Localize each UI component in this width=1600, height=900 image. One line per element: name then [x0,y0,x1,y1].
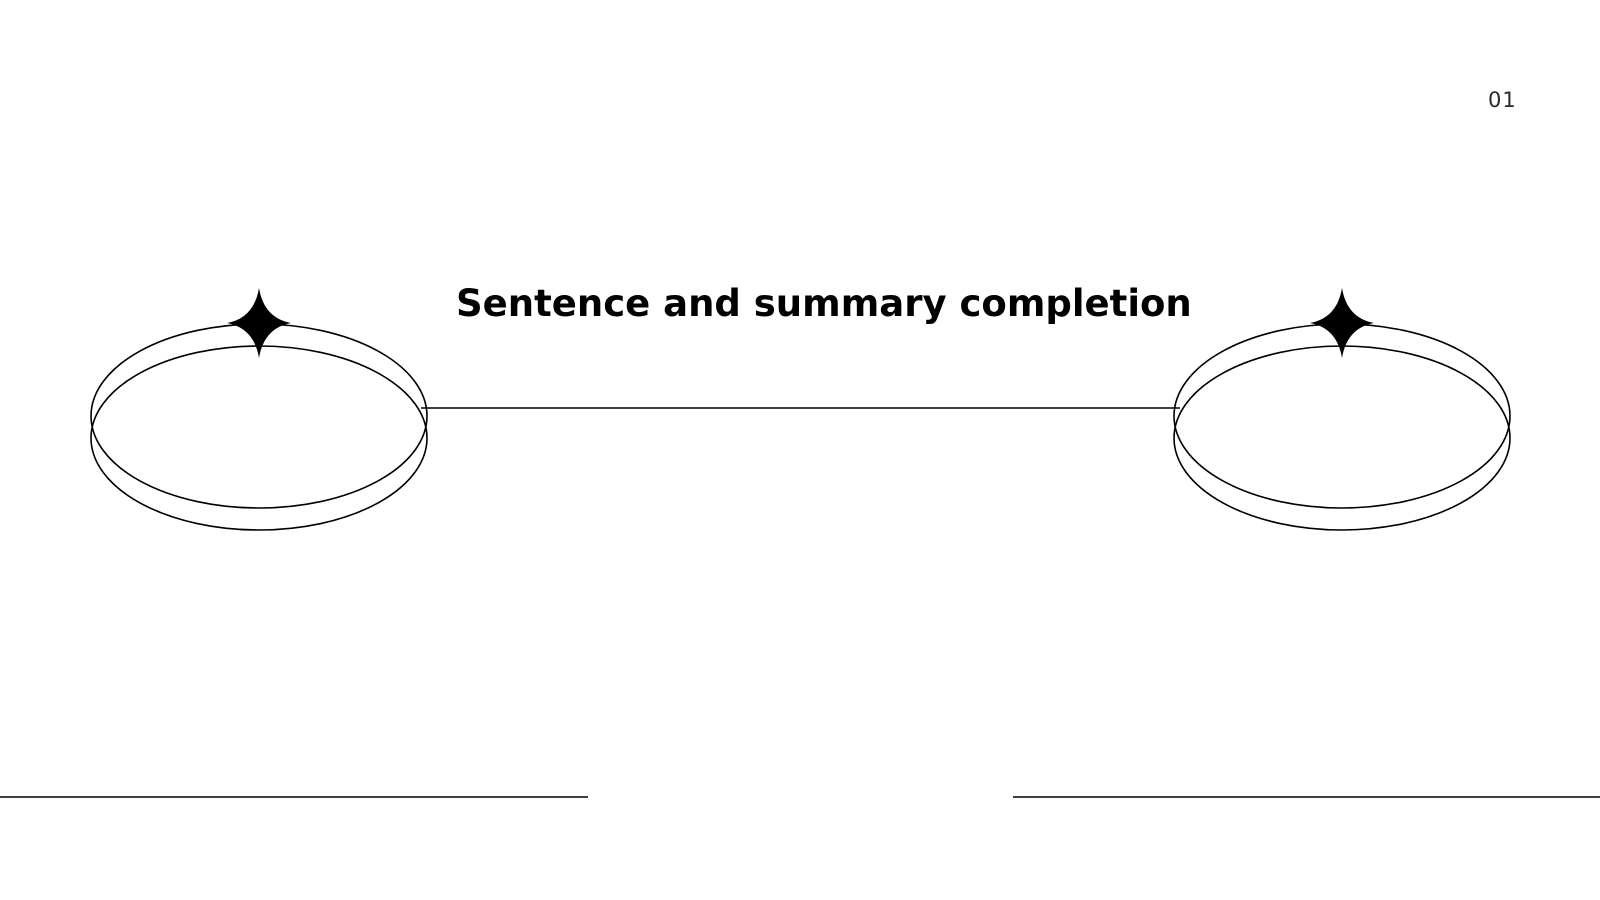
left-star-icon [227,288,291,358]
slide-title: Sentence and summary completion [456,282,1192,325]
page-number: 01 [1488,88,1517,112]
right-star-icon [1310,288,1374,358]
